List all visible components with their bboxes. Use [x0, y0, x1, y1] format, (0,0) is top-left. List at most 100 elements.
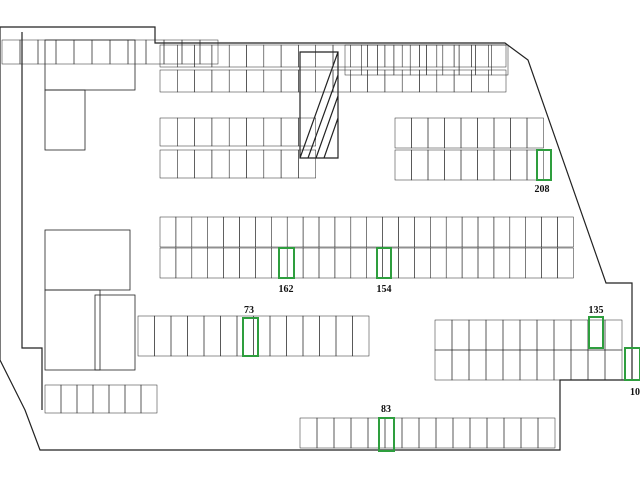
parking-space: [461, 247, 479, 279]
parking-space: [526, 149, 544, 181]
parking-space: [510, 149, 528, 181]
parking-space: [469, 417, 488, 449]
parking-space: [302, 247, 320, 279]
parking-space: [199, 39, 219, 65]
parking-space: [461, 216, 479, 248]
highlighted-space-154[interactable]: [376, 247, 392, 279]
parking-space: [434, 319, 453, 351]
parking-space: [246, 117, 265, 147]
parking-space: [503, 417, 522, 449]
parking-space: [191, 216, 208, 248]
parking-space: [263, 117, 282, 147]
parking-space: [194, 149, 213, 179]
label-space-73: 73: [244, 305, 254, 316]
parking-space: [411, 149, 429, 181]
parking-space: [557, 247, 574, 279]
parking-space: [255, 247, 272, 279]
parking-space: [468, 349, 487, 381]
parking-space: [350, 69, 368, 93]
parking-space: [520, 417, 539, 449]
parking-space: [493, 247, 511, 279]
outer-boundary: [0, 26, 633, 451]
parking-space: [553, 319, 572, 351]
parking-space: [471, 69, 489, 93]
service-room: [44, 39, 136, 91]
parking-space: [159, 149, 178, 179]
label-space-83: 83: [381, 404, 391, 415]
ramp-structure: [299, 51, 339, 159]
parking-space: [525, 247, 542, 279]
parking-space: [170, 315, 188, 357]
parking-space: [509, 247, 526, 279]
parking-space: [411, 117, 429, 149]
parking-space: [570, 319, 589, 351]
parking-space: [246, 149, 265, 179]
parking-space: [280, 69, 299, 93]
parking-space: [159, 69, 178, 93]
parking-space: [445, 216, 463, 248]
parking-space: [73, 39, 93, 65]
parking-space: [536, 349, 555, 381]
parking-space: [488, 44, 507, 68]
parking-space: [92, 384, 110, 414]
parking-space: [223, 247, 240, 279]
parking-space: [333, 417, 352, 449]
parking-space: [401, 417, 420, 449]
parking-space: [140, 384, 158, 414]
parking-space: [553, 349, 572, 381]
service-room: [44, 229, 131, 291]
parking-space: [246, 69, 265, 93]
parking-space: [398, 216, 415, 248]
parking-space: [394, 117, 412, 149]
parking-space: [367, 44, 386, 68]
parking-space: [434, 349, 453, 381]
parking-space: [382, 216, 399, 248]
highlighted-space-10x[interactable]: [624, 347, 640, 381]
parking-space: [486, 417, 505, 449]
parking-space: [488, 69, 507, 93]
highlighted-space-208[interactable]: [536, 149, 552, 181]
parking-space: [335, 315, 353, 357]
parking-space: [430, 216, 447, 248]
highlighted-space-73[interactable]: [242, 317, 259, 357]
parking-space: [493, 216, 511, 248]
parking-space: [352, 315, 370, 357]
parking-space: [236, 315, 254, 357]
parking-space: [477, 247, 495, 279]
parking-space: [76, 384, 94, 414]
parking-space: [350, 417, 369, 449]
parking-space: [604, 319, 623, 351]
parking-space: [55, 39, 75, 65]
parking-space: [384, 69, 403, 93]
highlighted-space-135[interactable]: [588, 316, 604, 349]
label-space-10x: 10: [630, 387, 640, 398]
parking-space: [587, 349, 606, 381]
parking-space: [491, 44, 509, 76]
parking-space: [137, 315, 155, 357]
parking-space: [175, 216, 193, 248]
parking-space: [427, 149, 445, 181]
parking-space: [177, 149, 195, 179]
parking-space: [263, 149, 282, 179]
parking-space: [367, 417, 386, 449]
parking-space: [191, 247, 208, 279]
parking-space: [271, 216, 288, 248]
parking-space: [367, 69, 386, 93]
parking-space: [570, 349, 589, 381]
parking-space: [159, 44, 178, 68]
parking-space: [246, 44, 265, 68]
highlighted-space-83[interactable]: [378, 417, 395, 452]
parking-space: [366, 247, 383, 279]
parking-space: [316, 417, 335, 449]
parking-space: [239, 247, 256, 279]
parking-space: [315, 44, 334, 68]
parking-space: [436, 69, 455, 93]
parking-space: [91, 39, 111, 65]
parking-space: [44, 384, 62, 414]
service-room: [44, 289, 101, 371]
parking-space: [159, 216, 177, 248]
highlighted-space-162[interactable]: [278, 247, 295, 279]
parking-space: [37, 39, 57, 65]
parking-space: [187, 315, 205, 357]
